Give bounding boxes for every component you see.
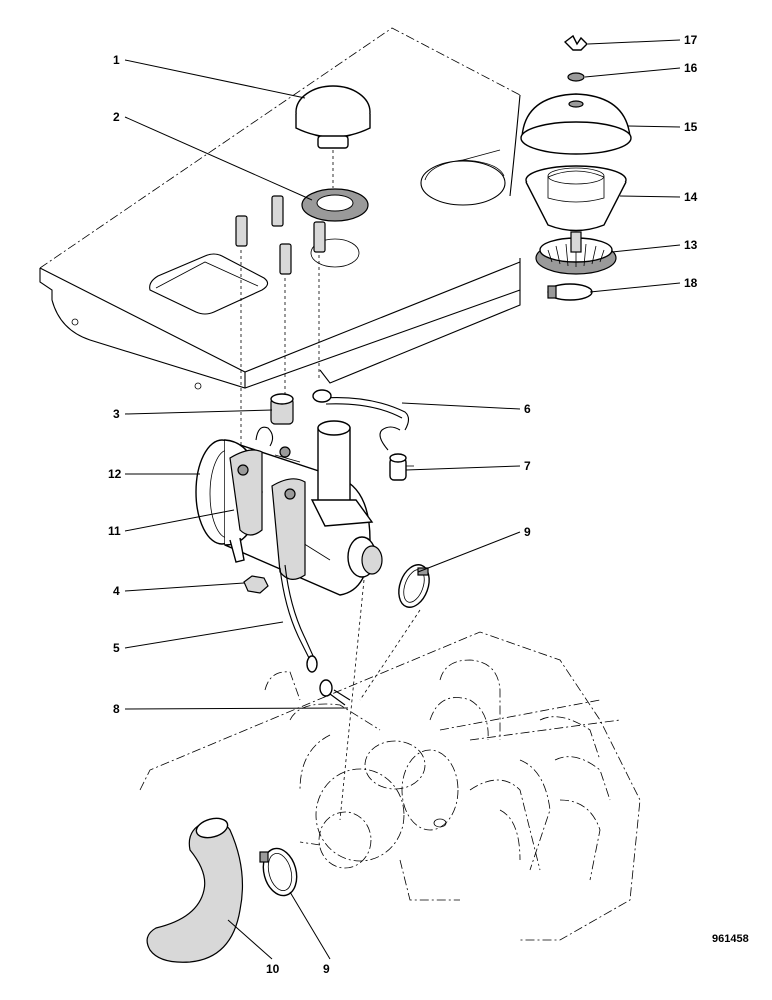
callout-3: 3	[113, 407, 120, 421]
engine-cover-panel	[39, 27, 521, 390]
callout-15: 15	[684, 120, 698, 134]
callout-11: 11	[108, 524, 121, 538]
callout-12: 12	[108, 467, 122, 481]
intake-hose-elbow	[146, 817, 244, 963]
callout-9-upper: 9	[524, 525, 531, 539]
callout-5: 5	[113, 641, 120, 655]
engine-phantom	[139, 631, 641, 941]
drawing-reference-number: 961458	[712, 933, 749, 945]
callout-1: 1	[113, 53, 120, 67]
callout-17: 17	[684, 33, 698, 47]
hose-clamp-lower	[259, 847, 298, 897]
callout-4: 4	[113, 584, 120, 598]
callout-7: 7	[524, 459, 531, 473]
seal-ring	[301, 188, 369, 222]
callout-9-lower: 9	[323, 962, 330, 976]
vacuum-hose	[279, 564, 421, 821]
pre-cleaner-assembly-inset	[520, 34, 632, 301]
callout-16: 16	[684, 61, 698, 75]
air-cleaner-body	[195, 389, 414, 596]
mounting-studs	[235, 195, 326, 470]
callout-2: 2	[113, 110, 120, 124]
callout-numbers: 1 2 3 4 5 6 7 8 9 9 10 11 12 13 14 15 16…	[108, 33, 749, 976]
leader-lines	[124, 39, 681, 960]
callout-18: 18	[684, 276, 698, 290]
pre-cleaner-cap	[295, 85, 371, 188]
callout-8: 8	[113, 702, 120, 716]
callout-13: 13	[684, 238, 698, 252]
callout-10: 10	[266, 962, 280, 976]
callout-6: 6	[524, 402, 531, 416]
callout-14: 14	[684, 190, 698, 204]
